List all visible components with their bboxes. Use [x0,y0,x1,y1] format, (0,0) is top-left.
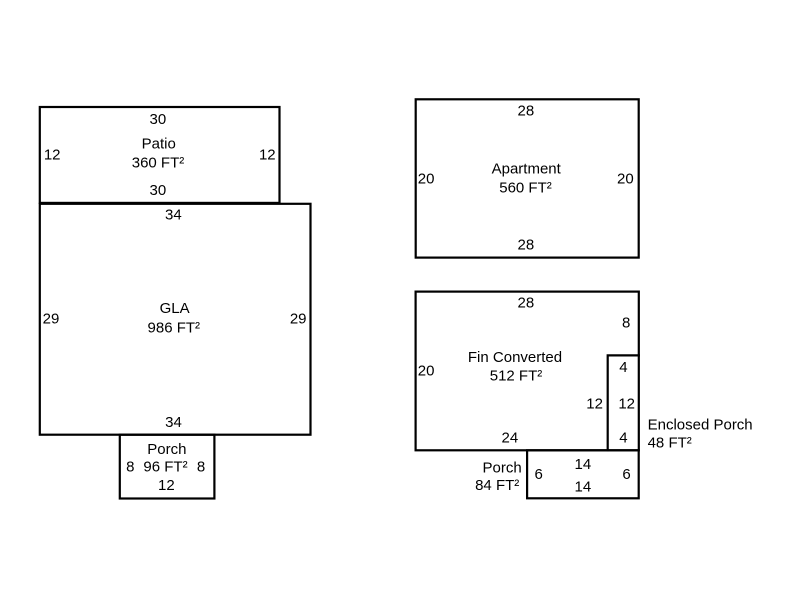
svg-text:Fin Converted: Fin Converted [468,349,562,366]
svg-text:12: 12 [259,147,276,164]
svg-text:12: 12 [586,395,603,412]
svg-text:6: 6 [622,466,630,483]
svg-text:Patio: Patio [142,135,176,152]
svg-text:34: 34 [165,414,182,431]
svg-text:12: 12 [618,395,635,412]
svg-text:20: 20 [418,171,435,188]
svg-text:30: 30 [150,182,167,199]
svg-text:84 FT²: 84 FT² [475,477,519,494]
svg-text:986 FT²: 986 FT² [148,319,201,336]
svg-text:12: 12 [44,147,61,164]
svg-text:20: 20 [418,363,435,380]
svg-text:Enclosed Porch: Enclosed Porch [648,416,753,433]
svg-text:48 FT²: 48 FT² [648,435,692,452]
svg-text:14: 14 [575,478,592,495]
svg-text:28: 28 [518,103,535,120]
svg-text:96 FT²: 96 FT² [143,459,187,476]
svg-text:24: 24 [502,429,519,446]
svg-text:14: 14 [575,456,592,473]
svg-text:8: 8 [197,459,205,476]
svg-text:Porch: Porch [483,459,522,476]
svg-text:Apartment: Apartment [492,160,562,177]
svg-text:34: 34 [165,207,182,224]
svg-text:28: 28 [518,237,535,254]
svg-text:6: 6 [535,466,543,483]
svg-text:12: 12 [158,477,175,494]
svg-text:4: 4 [619,429,627,446]
svg-text:30: 30 [150,111,167,128]
svg-text:8: 8 [622,315,630,332]
svg-text:28: 28 [518,295,535,312]
svg-text:GLA: GLA [160,300,190,317]
svg-text:512 FT²: 512 FT² [490,367,543,384]
svg-text:29: 29 [43,311,60,328]
svg-text:560 FT²: 560 FT² [499,180,552,197]
svg-text:8: 8 [126,459,134,476]
svg-text:360 FT²: 360 FT² [132,155,185,172]
svg-text:Porch: Porch [147,441,186,458]
svg-text:20: 20 [617,171,634,188]
svg-text:29: 29 [290,311,307,328]
svg-text:4: 4 [619,359,627,376]
